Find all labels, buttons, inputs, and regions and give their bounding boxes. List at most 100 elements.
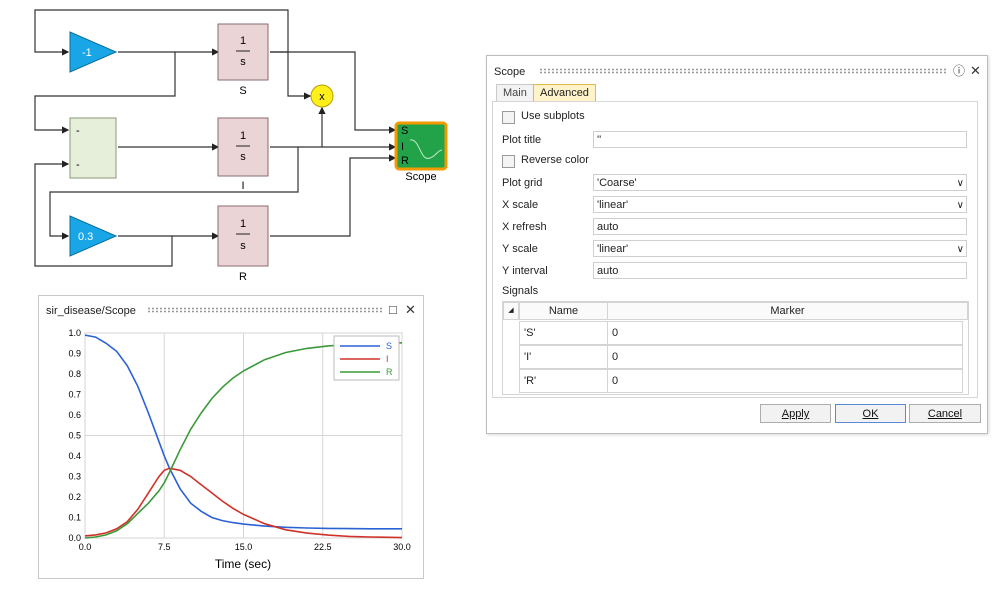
integrator-r[interactable]: 1 s R <box>217 205 269 283</box>
x-scale-value: 'linear' <box>597 199 629 211</box>
table-row-i-name[interactable]: 'I' <box>519 345 608 369</box>
gain-block-bottom[interactable]: 0.3 <box>69 215 118 257</box>
ok-button-label: OK <box>862 408 879 420</box>
reverse-color-checkbox[interactable] <box>502 155 515 168</box>
cancel-button-label: Cancel <box>927 408 963 420</box>
scope-port-s: S <box>401 125 408 137</box>
close-icon[interactable]: ✕ <box>970 63 981 78</box>
cancel-button[interactable]: Cancel <box>909 404 981 423</box>
use-subplots-label: Use subplots <box>521 110 585 122</box>
y-tick-label: 0.8 <box>68 369 81 379</box>
integrator-i-label: I <box>241 180 244 192</box>
table-corner: ◢ <box>503 302 519 320</box>
scope-window-title: sir_disease/Scope <box>46 305 136 317</box>
use-subplots-checkbox[interactable] <box>502 111 515 124</box>
tab-advanced[interactable]: Advanced <box>533 84 596 102</box>
plot-grid-value: 'Coarse' <box>597 177 637 189</box>
x-scale-select[interactable]: 'linear' ∨ <box>593 196 967 213</box>
plot-title-label: Plot title <box>502 134 542 146</box>
y-tick-label: 0.6 <box>68 410 81 420</box>
apply-button[interactable]: Apply <box>760 404 831 423</box>
x-tick-label: 30.0 <box>393 542 411 552</box>
integrator-s-label: S <box>239 85 246 97</box>
x-axis-label: Time (sec) <box>215 557 271 571</box>
dialog-title: Scope <box>494 66 526 78</box>
y-tick-label: 0.5 <box>68 431 81 441</box>
gain-bottom-value: 0.3 <box>78 231 93 243</box>
signals-label: Signals <box>502 285 539 297</box>
integrator-s-num: 1 <box>240 35 246 47</box>
integrator-s[interactable]: 1 s S <box>217 23 269 97</box>
product-symbol: x <box>319 91 325 103</box>
scope-plot[interactable]: 0.0 7.5 15.0 22.5 30.0 0.0 0.1 0.2 0.3 0.4 0.5 0.6 0… <box>39 318 423 578</box>
y-tick-label: 0.2 <box>68 492 81 502</box>
scope-port-r: R <box>401 155 409 167</box>
table-row-i-marker[interactable]: 0 <box>607 345 963 369</box>
y-interval-label: Y interval <box>502 265 548 277</box>
chevron-down-icon: ∨ <box>956 178 964 189</box>
gain-block-top[interactable]: -1 <box>69 31 118 73</box>
plot-grid-select[interactable]: 'Coarse' ∨ <box>593 174 967 191</box>
maximize-icon[interactable]: □ <box>389 302 397 317</box>
x-scale-label: X scale <box>502 199 539 211</box>
table-row-s-marker[interactable]: 0 <box>607 321 963 345</box>
x-tick-label: 7.5 <box>158 542 171 552</box>
block-diagram: -1 1 s S x - - 1 s I 0.3 1 s R <box>34 9 448 283</box>
table-row-r-name[interactable]: 'R' <box>519 369 608 393</box>
table-row-r-marker[interactable]: 0 <box>607 369 963 393</box>
tab-main[interactable]: Main <box>496 84 534 102</box>
y-tick-label: 0.1 <box>68 513 81 523</box>
integrator-i-den: s <box>240 151 246 163</box>
sum-sign-bottom: - <box>76 159 80 171</box>
scope-wave-icon <box>409 139 443 159</box>
table-row-s-name[interactable]: 'S' <box>519 321 608 345</box>
y-scale-label: Y scale <box>502 243 538 255</box>
dialog-drag-handle[interactable] <box>539 68 947 74</box>
y-tick-label: 0.3 <box>68 472 81 482</box>
legend-label: I <box>386 354 389 364</box>
scope-block[interactable]: S I R Scope <box>394 121 448 183</box>
close-icon[interactable]: ✕ <box>405 302 416 317</box>
help-icon[interactable]: ⓘ <box>953 64 966 78</box>
reverse-color-label: Reverse color <box>521 154 589 166</box>
scope-label: Scope <box>405 171 436 183</box>
legend-label: R <box>386 367 393 377</box>
sum-sign-top: - <box>76 125 80 137</box>
y-tick-label: 0.7 <box>68 390 81 400</box>
scope-window: sir_disease/Scope □ ✕ 0.0 7.5 15.0 22.5 30.0… <box>38 295 424 579</box>
integrator-i[interactable]: 1 s I <box>217 117 269 192</box>
integrator-r-label: R <box>239 271 247 283</box>
product-block[interactable]: x <box>310 84 334 108</box>
gain-top-value: -1 <box>82 47 92 59</box>
y-scale-select[interactable]: 'linear' ∨ <box>593 240 967 257</box>
y-scale-value: 'linear' <box>597 243 629 255</box>
y-interval-input[interactable]: auto <box>593 262 967 279</box>
x-tick-label: 15.0 <box>235 542 253 552</box>
y-tick-label: 0.0 <box>68 533 81 543</box>
series-line-r <box>84 342 403 539</box>
legend-label: S <box>386 341 392 351</box>
chevron-down-icon: ∨ <box>956 200 964 211</box>
table-header-name: Name <box>519 302 608 320</box>
signals-table: ◢ Name Marker 'S' 0 'I' 0 'R' 0 <box>502 301 969 395</box>
x-tick-label: 22.5 <box>314 542 332 552</box>
chevron-down-icon: ∨ <box>956 244 964 255</box>
plot-grid-label: Plot grid <box>502 177 543 189</box>
y-tick-label: 0.9 <box>68 349 81 359</box>
drag-handle[interactable] <box>147 307 382 313</box>
table-header-marker: Marker <box>607 302 968 320</box>
integrator-r-num: 1 <box>240 218 246 230</box>
series-line-s <box>84 334 402 530</box>
x-tick-label: 0.0 <box>79 542 92 552</box>
apply-button-label: Apply <box>781 408 810 420</box>
sum-block[interactable]: - - <box>69 117 117 179</box>
x-refresh-label: X refresh <box>502 221 547 233</box>
y-tick-label: 1.0 <box>68 328 81 338</box>
scope-dialog: Scope ⓘ ✕ Main Advanced Use subplots Plo… <box>486 55 988 434</box>
integrator-i-num: 1 <box>240 130 246 142</box>
x-refresh-input[interactable]: auto <box>593 218 967 235</box>
y-tick-label: 0.4 <box>68 451 81 461</box>
scope-port-i: I <box>401 141 404 153</box>
plot-title-input[interactable]: '' <box>593 131 967 148</box>
ok-button[interactable]: OK <box>835 404 906 423</box>
